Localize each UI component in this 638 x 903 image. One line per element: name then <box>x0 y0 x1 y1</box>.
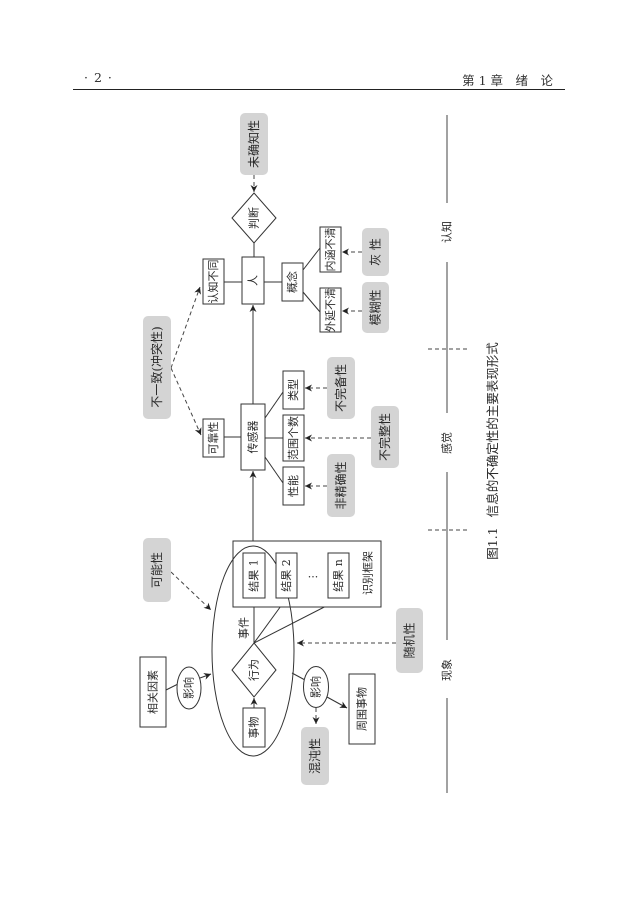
uncertainty-unknown: 未确知性 <box>240 113 268 175</box>
connotation-label: 内涵不清 <box>323 228 337 272</box>
result-1-label: 结果 1 <box>248 559 261 592</box>
event-label: 事件 <box>238 617 251 639</box>
stage-label-cognition: 认知 <box>440 221 454 243</box>
uncertainty-grayness-label: 灰 性 <box>369 238 383 266</box>
arrow-influence-event <box>199 673 212 680</box>
connotation-node: 内涵不清 <box>319 226 342 273</box>
header-rule <box>73 89 565 90</box>
behavior-node: 行为 <box>231 642 277 698</box>
concept-label: 概念 <box>285 271 299 293</box>
thing-node: 事物 <box>242 707 266 748</box>
result-n-label: 结果 n <box>332 559 345 592</box>
uncertainty-types: 未确知性 不一致(冲突性) 灰 性 模糊性 不完备性 不完整性 非精确性 可能 <box>143 113 423 785</box>
human-node: 人 <box>241 256 265 305</box>
reliability-node: 可靠性 <box>202 418 225 458</box>
uncertainty-possibility-label: 可能性 <box>150 552 164 588</box>
uncertainty-incompleteness-a: 不完备性 <box>327 357 355 419</box>
cognition-diff-node: 认知不同 <box>202 258 225 305</box>
uncertainty-incompleteness-a-label: 不完备性 <box>333 364 348 412</box>
type-label: 类型 <box>286 379 300 401</box>
uncertainty-randomness-label: 随机性 <box>402 622 417 658</box>
extension-label: 外延不清 <box>324 288 337 332</box>
performance-label: 性能 <box>286 475 300 497</box>
uncertainty-imprecision: 非精确性 <box>327 454 355 517</box>
event-ellipse <box>211 545 295 757</box>
running-header-chapter: 第 1 章 绪 论 <box>462 73 553 88</box>
related-factors-label: 相关因素 <box>146 670 160 714</box>
result-2-label: 结果 2 <box>280 559 293 592</box>
line-sensor-performance <box>264 456 284 484</box>
caption-number: 图1.1 <box>485 527 500 559</box>
influence-right-label: 影响 <box>310 676 323 698</box>
uncertainty-incompleteness-b-label: 不完整性 <box>377 413 392 461</box>
uncertainty-fuzziness: 模糊性 <box>362 282 389 333</box>
reliability-label: 可靠性 <box>206 422 220 455</box>
judgment-node: 判断 <box>231 192 277 244</box>
behavior-label: 行为 <box>248 659 261 681</box>
line-event-influence <box>291 672 306 681</box>
sensor-label: 传感器 <box>247 421 260 454</box>
related-factors-node: 相关因素 <box>139 656 167 728</box>
figure-caption: 图1.1 信息的不确定性的主要表现形式 <box>485 342 500 560</box>
stage-label-phenomenon: 现象 <box>441 659 454 681</box>
line-concept-extension <box>302 291 321 313</box>
arrow-inconsistency-cognition <box>170 286 201 369</box>
recognition-frame-label: 识别框架 <box>362 551 375 595</box>
line-concept-connotation <box>302 247 321 271</box>
concept-node: 概念 <box>281 262 304 302</box>
uncertainty-grayness: 灰 性 <box>362 228 389 276</box>
result-1-node: 结果 1 <box>242 552 266 599</box>
thing-label: 事物 <box>247 717 261 739</box>
uncertainty-incompleteness-b: 不完整性 <box>371 406 399 468</box>
surroundings-node: 周围事物 <box>348 673 376 745</box>
extension-node: 外延不清 <box>319 287 342 333</box>
uncertainty-chaos: 混沌性 <box>301 727 329 785</box>
influence-left-node: 影响 <box>176 666 202 710</box>
arrow-influence-surroundings <box>326 696 348 709</box>
cognition-diff-label: 认知不同 <box>206 260 220 304</box>
entities: 判断 认知不同 人 概念 内涵不清 外延不清 可靠性 传感器 <box>139 192 382 757</box>
influence-right-node: 影响 <box>303 666 329 708</box>
human-label: 人 <box>247 275 260 286</box>
uncertainty-randomness: 随机性 <box>396 608 423 673</box>
judgment-label: 判断 <box>247 207 261 229</box>
line-sensor-type <box>264 391 284 419</box>
caption-title: 信息的不确定性的主要表现形式 <box>485 342 500 518</box>
connectors <box>165 175 396 724</box>
uncertainty-inconsistency: 不一致(冲突性) <box>143 316 171 419</box>
page-number: · 2 · <box>84 70 113 85</box>
uncertainty-inconsistency-label: 不一致(冲突性) <box>149 326 164 407</box>
uncertainty-fuzziness-label: 模糊性 <box>368 289 383 325</box>
arrow-possibility <box>170 571 212 611</box>
sensor-node: 传感器 <box>240 403 266 471</box>
result-2-node: 结果 2 <box>275 552 298 599</box>
performance-node: 性能 <box>282 466 305 506</box>
range-count-label: 范围个数 <box>286 416 300 460</box>
line-factors-influence <box>165 683 179 691</box>
range-count-node: 范围个数 <box>282 414 305 462</box>
influence-left-label: 影响 <box>183 677 196 699</box>
uncertainty-possibility: 可能性 <box>143 538 171 602</box>
uncertainty-chaos-label: 混沌性 <box>308 738 322 774</box>
result-n-node: 结果 n <box>327 552 350 599</box>
stage-axis: 认知 感觉 现象 <box>428 115 467 793</box>
stage-label-perception: 感觉 <box>441 432 454 454</box>
surroundings-label: 周围事物 <box>355 687 369 731</box>
type-node: 类型 <box>282 370 305 410</box>
arrow-inconsistency-reliability <box>170 367 202 436</box>
results-ellipsis: ··· <box>308 571 319 584</box>
uncertainty-imprecision-label: 非精确性 <box>334 461 348 509</box>
uncertainty-unknown-label: 未确知性 <box>247 120 261 168</box>
